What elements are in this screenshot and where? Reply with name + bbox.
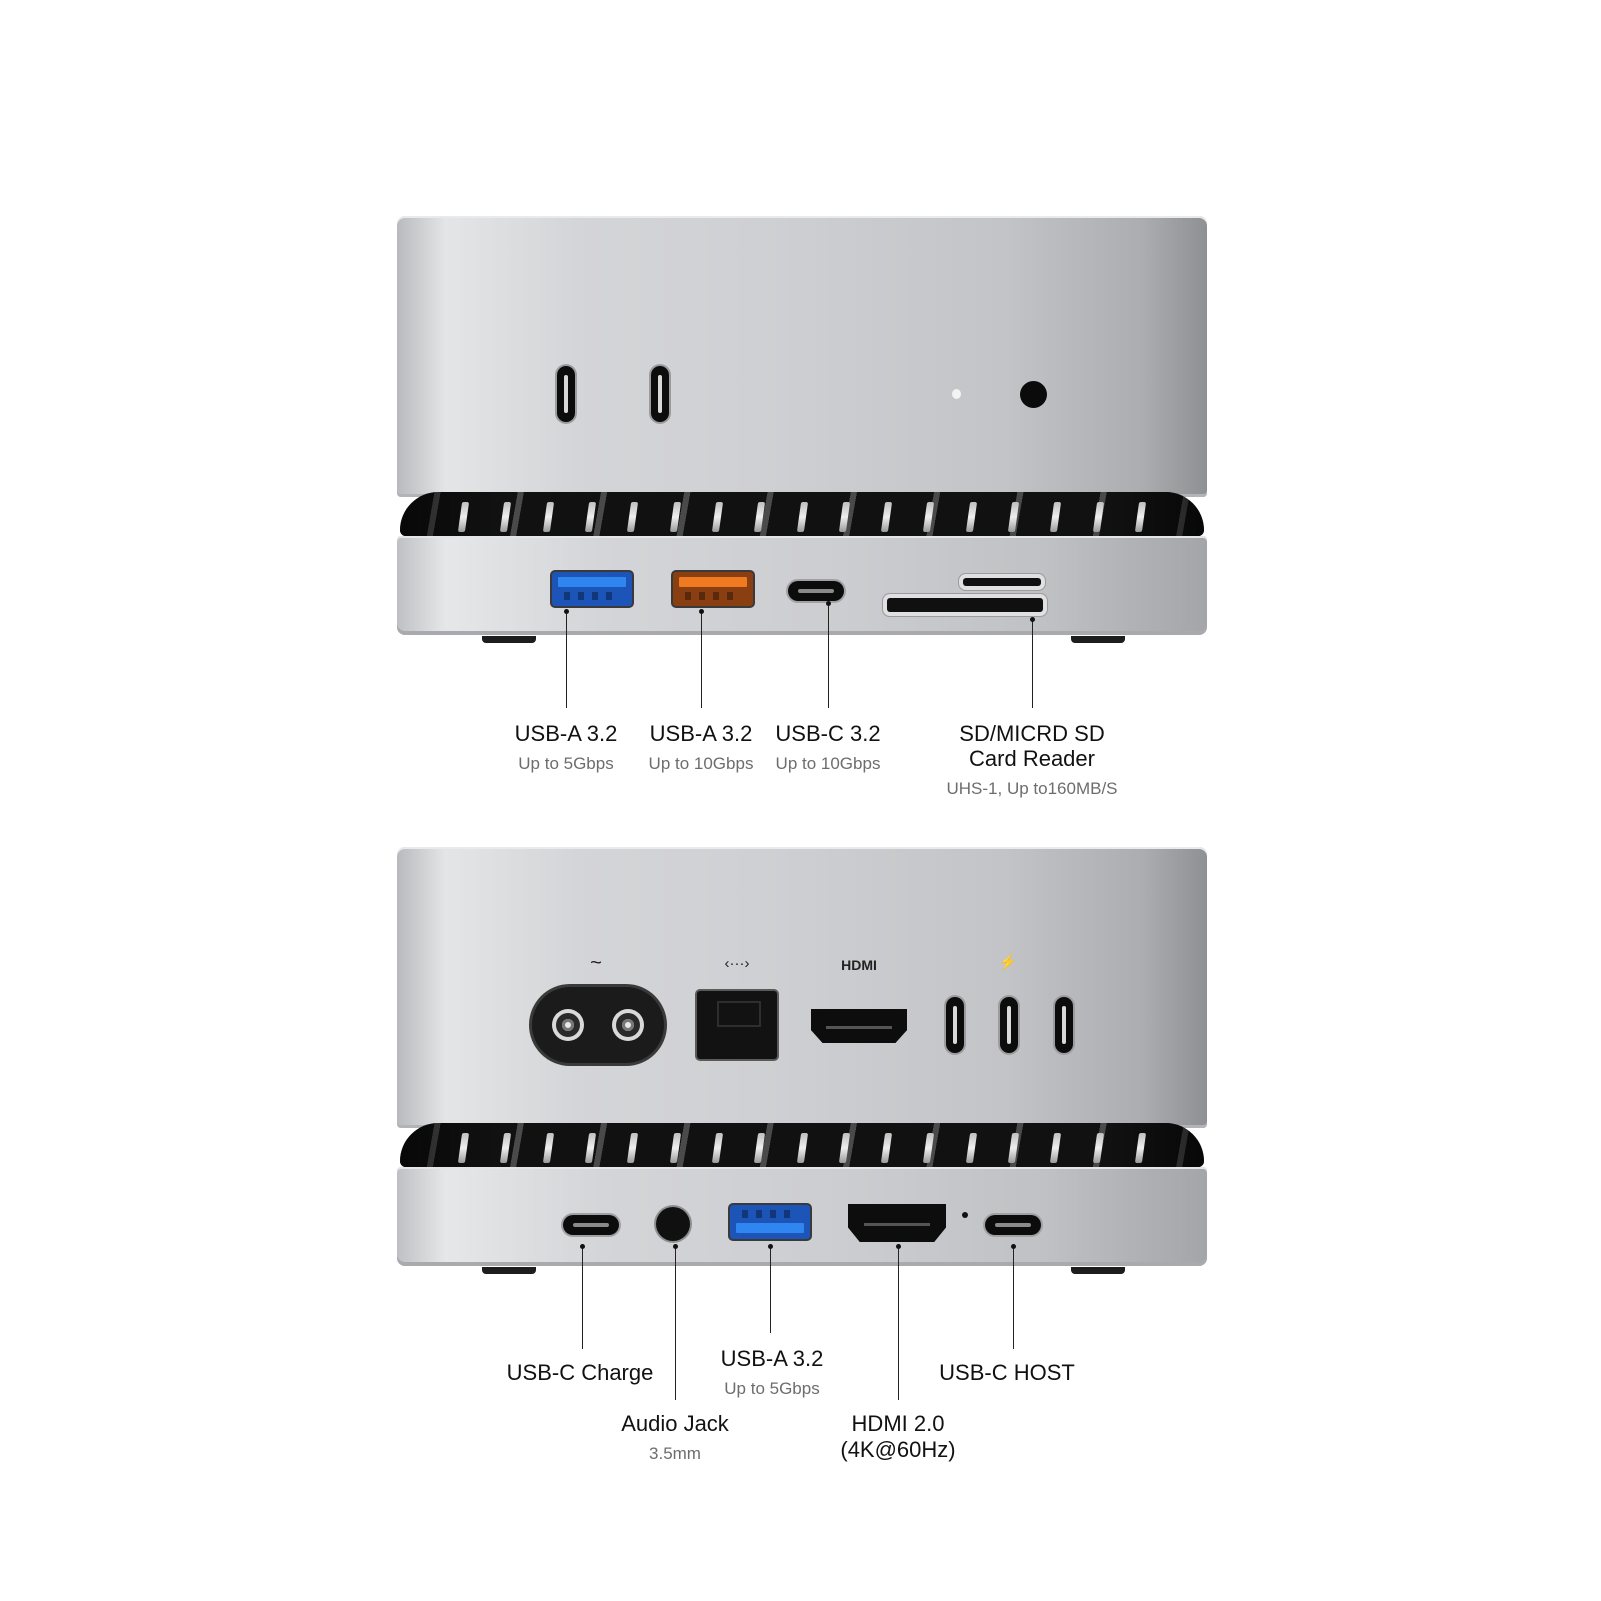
power-socket-icon xyxy=(532,987,664,1063)
callout-subtitle: Up to 10Gbps xyxy=(775,754,881,773)
callout-subtitle: 3.5mm xyxy=(649,1444,701,1463)
foot xyxy=(1071,1267,1125,1274)
leader-line xyxy=(826,601,831,708)
leader-line xyxy=(1030,617,1035,708)
usb-c-port-icon xyxy=(557,366,575,422)
usb-c-port-icon xyxy=(651,366,669,422)
foot xyxy=(482,636,536,643)
callout-subtitle: Up to 5Gbps xyxy=(724,1379,820,1398)
foot xyxy=(482,1267,536,1274)
callout-title: Audio Jack xyxy=(621,1411,729,1436)
hdmi-label: HDMI xyxy=(841,957,877,973)
ac-power-icon: ~ xyxy=(590,952,602,974)
foot xyxy=(1071,636,1125,643)
hdmi-port-icon xyxy=(848,1204,946,1242)
callout-title: USB-A 3.2 xyxy=(649,721,753,746)
callout-title: USB-C HOST xyxy=(939,1360,1075,1385)
led-icon xyxy=(962,1212,968,1218)
vent-ring xyxy=(400,1123,1204,1167)
audio-jack-icon xyxy=(656,1207,690,1241)
ethernet-port-icon xyxy=(697,991,777,1059)
vent-ring xyxy=(400,492,1204,536)
callout-subtitle: UHS-1, Up to160MB/S xyxy=(946,779,1118,798)
thunderbolt-port-icon xyxy=(1055,997,1073,1053)
sd-slot-icon xyxy=(887,598,1043,612)
callout-title: USB-A 3.2 xyxy=(720,1346,824,1371)
callout-subtitle: Up to 10Gbps xyxy=(648,754,754,773)
thunderbolt-port-icon xyxy=(1000,997,1018,1053)
microsd-slot-icon xyxy=(963,578,1041,586)
leader-line xyxy=(580,1244,585,1349)
mac-mini-rear: ~ ‹···› HDMI ⚡ xyxy=(397,847,1207,1128)
leader-line xyxy=(699,609,704,708)
leader-line xyxy=(564,609,569,708)
mac-mini-front xyxy=(397,216,1207,497)
callout-subtitle: Up to 5Gbps xyxy=(518,754,614,773)
dock-hub-front xyxy=(397,536,1207,635)
ethernet-icon: ‹···› xyxy=(724,955,750,972)
leader-line xyxy=(768,1244,773,1333)
callout-title: HDMI 2.0 xyxy=(851,1411,945,1436)
leader-line xyxy=(1011,1244,1016,1349)
led-icon xyxy=(952,389,961,399)
callout-title-line2: Card Reader xyxy=(969,746,1095,771)
leader-line xyxy=(896,1244,901,1400)
hdmi-port-icon xyxy=(811,1009,907,1043)
usb-a-blue-port-icon xyxy=(552,572,632,606)
callout-title: SD/MICRD SD xyxy=(959,721,1105,746)
dock-hub-rear xyxy=(397,1167,1207,1266)
callout-title: USB-C Charge xyxy=(506,1360,654,1385)
leader-line xyxy=(673,1244,678,1400)
thunderbolt-port-icon xyxy=(946,997,964,1053)
callout-title-line2: (4K@60Hz) xyxy=(840,1437,956,1462)
usb-c-port-icon xyxy=(788,581,844,601)
usb-c-host-port-icon xyxy=(985,1215,1041,1235)
usb-c-charge-port-icon xyxy=(563,1215,619,1235)
callout-title: USB-A 3.2 xyxy=(514,721,618,746)
audio-jack-icon xyxy=(1020,381,1047,408)
callout-title: USB-C 3.2 xyxy=(775,721,881,746)
usb-a-orange-port-icon xyxy=(673,572,753,606)
thunderbolt-icon: ⚡ xyxy=(998,954,1018,971)
usb-a-blue-port-icon xyxy=(730,1205,810,1239)
